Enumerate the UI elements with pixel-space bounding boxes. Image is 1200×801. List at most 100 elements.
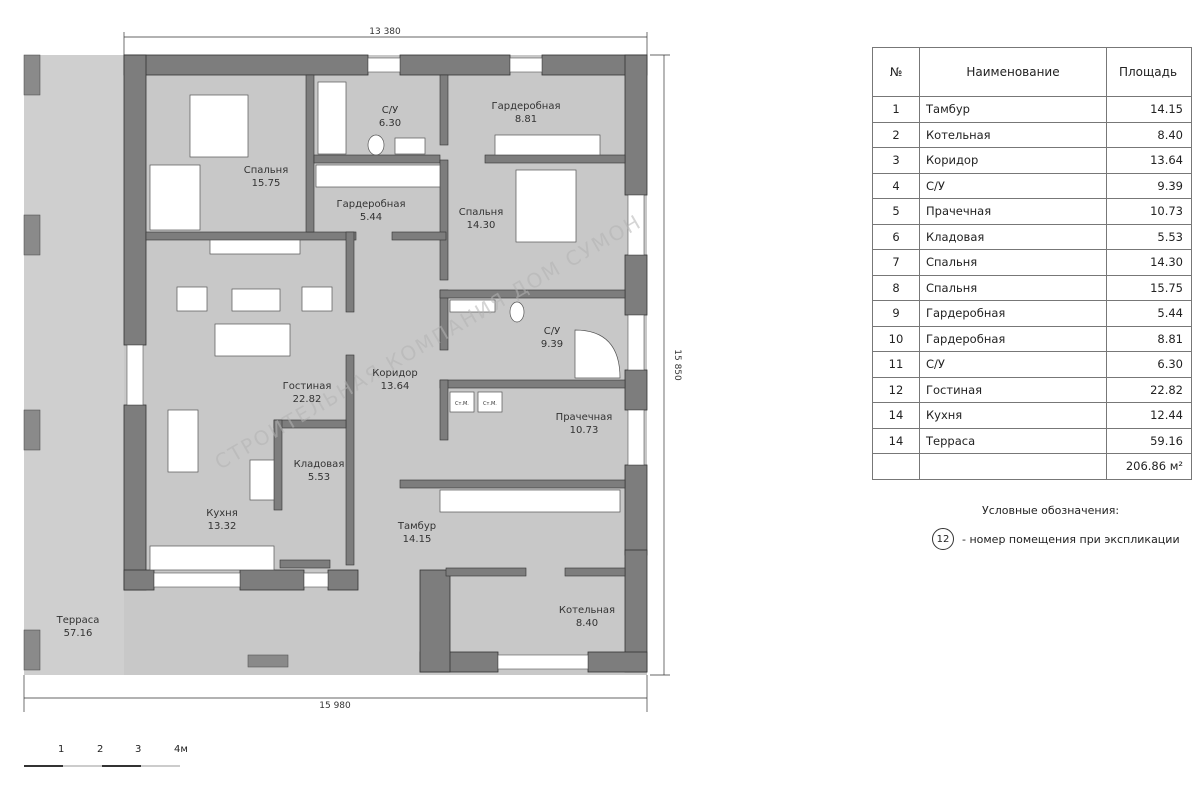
row-num: 6 bbox=[872, 223, 920, 250]
dimension-right: 15 850 bbox=[672, 349, 682, 381]
header-area: Площадь bbox=[1106, 47, 1192, 97]
furniture bbox=[149, 81, 621, 571]
room-name: Коридор bbox=[372, 368, 417, 379]
room-area: 14.15 bbox=[403, 534, 432, 545]
row-num: 12 bbox=[872, 376, 920, 403]
scale-line bbox=[24, 765, 180, 767]
row-num: 5 bbox=[872, 198, 920, 225]
room-name: С/У bbox=[382, 105, 398, 116]
row-name: Прачечная bbox=[919, 198, 1107, 225]
washer-label: Ст.М. bbox=[455, 401, 469, 407]
room-name: Кладовая bbox=[294, 459, 345, 470]
legend-title: Условные обозначения: bbox=[982, 504, 1120, 517]
row-num: 2 bbox=[872, 121, 920, 148]
scale-bar: 1 2 3 4м bbox=[24, 744, 204, 774]
row-name: С/У bbox=[919, 172, 1107, 199]
row-num: 11 bbox=[872, 351, 920, 378]
row-name: Спальня bbox=[919, 249, 1107, 276]
scale-label: 4м bbox=[174, 744, 188, 755]
room-area: 57.16 bbox=[64, 628, 93, 639]
total-area: 206.86 м² bbox=[1106, 453, 1192, 480]
scale-label: 3 bbox=[135, 744, 142, 755]
scale-label: 1 bbox=[58, 744, 65, 755]
dryer-label: Ст.М. bbox=[483, 401, 497, 407]
row-area: 14.15 bbox=[1106, 96, 1192, 123]
row-name: Спальня bbox=[919, 274, 1107, 301]
room-area: 8.40 bbox=[576, 618, 598, 629]
row-area: 15.75 bbox=[1106, 274, 1192, 301]
legend-row: 12 - номер помещения при экспликации bbox=[932, 528, 1180, 550]
room-name: Котельная bbox=[559, 605, 615, 616]
room-area: 5.44 bbox=[360, 212, 382, 223]
row-num: 7 bbox=[872, 249, 920, 276]
header-num: № bbox=[872, 47, 920, 97]
row-area: 5.53 bbox=[1106, 223, 1192, 250]
row-num: 1 bbox=[872, 96, 920, 123]
room-name: Спальня bbox=[244, 165, 289, 176]
row-name: Гардеробная bbox=[919, 300, 1107, 327]
row-num: 3 bbox=[872, 147, 920, 174]
room-name: Тамбур bbox=[397, 521, 436, 532]
room-name: Гардеробная bbox=[337, 199, 406, 210]
floor-plan: Ст.М. Ст.М. СТРОИТЕЛЬНАЯ КОМПАНИЯ ДОМ СУ… bbox=[23, 27, 682, 712]
row-num: 14 bbox=[872, 427, 920, 454]
row-name: Гостиная bbox=[919, 376, 1107, 403]
room-name: Прачечная bbox=[556, 412, 613, 423]
room-area: 13.32 bbox=[208, 521, 237, 532]
row-area: 9.39 bbox=[1106, 172, 1192, 199]
row-area: 12.44 bbox=[1106, 402, 1192, 429]
row-area: 5.44 bbox=[1106, 300, 1192, 327]
room-area: 5.53 bbox=[308, 472, 330, 483]
dimension-lines bbox=[23, 32, 670, 712]
row-name: Терраса bbox=[919, 427, 1107, 454]
row-num: 8 bbox=[872, 274, 920, 301]
room-name: Спальня bbox=[459, 207, 504, 218]
total-num-cell bbox=[872, 453, 920, 480]
table-header-row: № Наименование Площадь bbox=[872, 47, 1192, 97]
room-name: С/У bbox=[544, 326, 560, 337]
dimension-bottom: 15 980 bbox=[319, 701, 351, 711]
legend-sample-circle: 12 bbox=[932, 528, 954, 550]
room-area: 14.30 bbox=[467, 220, 496, 231]
row-num: 14 bbox=[872, 402, 920, 429]
total-name-cell bbox=[919, 453, 1107, 480]
row-num: 9 bbox=[872, 300, 920, 327]
room-labels: Спальня 15.75 С/У 6.30 Гардеробная 8.81 … bbox=[56, 101, 615, 639]
row-area: 10.73 bbox=[1106, 198, 1192, 225]
row-area: 8.40 bbox=[1106, 121, 1192, 148]
row-area: 13.64 bbox=[1106, 147, 1192, 174]
room-area: 13.64 bbox=[381, 381, 410, 392]
row-name: Тамбур bbox=[919, 96, 1107, 123]
row-area: 8.81 bbox=[1106, 325, 1192, 352]
row-name: Котельная bbox=[919, 121, 1107, 148]
row-name: Коридор bbox=[919, 147, 1107, 174]
row-area: 59.16 bbox=[1106, 427, 1192, 454]
row-name: Кухня bbox=[919, 402, 1107, 429]
terrace-posts bbox=[23, 54, 41, 671]
windows bbox=[126, 57, 645, 670]
row-name: Гардеробная bbox=[919, 325, 1107, 352]
table-total-row: 206.86 м² bbox=[872, 453, 1192, 480]
room-area: 8.81 bbox=[515, 114, 537, 125]
room-area: 15.75 bbox=[252, 178, 281, 189]
room-name: Терраса bbox=[56, 615, 100, 626]
row-name: С/У bbox=[919, 351, 1107, 378]
row-num: 10 bbox=[872, 325, 920, 352]
dimension-top: 13 380 bbox=[369, 27, 401, 37]
scale-label: 2 bbox=[97, 744, 104, 755]
row-area: 22.82 bbox=[1106, 376, 1192, 403]
row-num: 4 bbox=[872, 172, 920, 199]
